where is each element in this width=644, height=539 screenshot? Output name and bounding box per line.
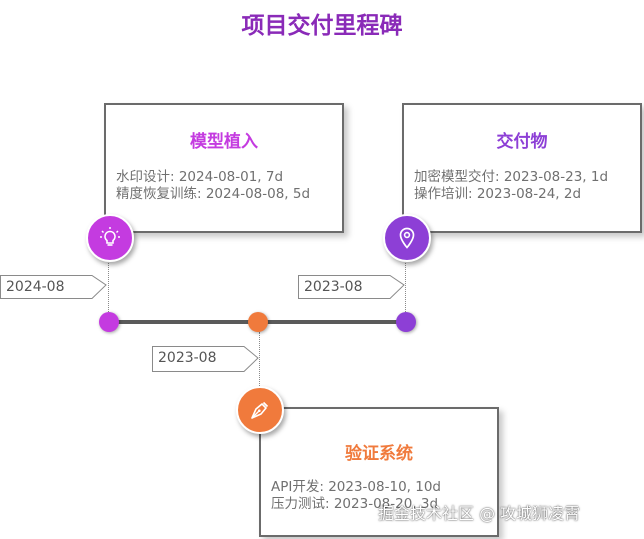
callout-shape — [298, 275, 405, 299]
milestone-task: 压力测试: 2023-08-20, 3d — [271, 496, 439, 512]
milestone-task: 水印设计: 2024-08-01, 7d — [116, 169, 284, 185]
milestone-badge-deliverables — [383, 214, 431, 262]
page-title: 项目交付里程碑 — [241, 13, 403, 39]
location-pin-icon — [399, 227, 415, 249]
milestone-card-model-implant: 模型植入 水印设计: 2024-08-01, 7d 精度恢复训练: 2024-0… — [104, 103, 344, 233]
date-callout: 2023-08 — [298, 275, 408, 299]
connector-line — [259, 332, 260, 388]
timeline-dot-model-implant — [99, 312, 119, 332]
milestone-task: 精度恢复训练: 2024-08-08, 5d — [116, 186, 311, 202]
milestone-task: 操作培训: 2023-08-24, 2d — [414, 186, 582, 202]
connector-line — [108, 250, 109, 312]
timeline-dot-verification — [248, 312, 268, 332]
date-callout: 2023-08 — [152, 346, 262, 372]
pen-nib-icon — [251, 401, 269, 419]
milestone-title: 验证系统 — [345, 444, 413, 464]
timeline-dot-deliverables — [396, 312, 416, 332]
milestone-card-verification: 验证系统 API开发: 2023-08-10, 10d 压力测试: 2023-0… — [259, 407, 499, 537]
milestone-badge-verification — [236, 386, 284, 434]
callout-shape — [152, 346, 259, 372]
milestone-task: API开发: 2023-08-10, 10d — [271, 479, 441, 495]
watermark-text: 掘金技术社区 @ 攻城狮凌霄 — [378, 504, 581, 523]
date-label: 2023-08 — [304, 279, 363, 295]
date-label: 2024-08 — [6, 279, 65, 295]
milestone-card-deliverables: 交付物 加密模型交付: 2023-08-23, 1d 操作培训: 2023-08… — [402, 103, 642, 233]
milestone-badge-model-implant — [86, 214, 134, 262]
lightbulb-icon — [100, 227, 120, 246]
milestone-title: 交付物 — [496, 132, 548, 152]
milestone-task: 加密模型交付: 2023-08-23, 1d — [414, 169, 609, 185]
date-callout: 2024-08 — [0, 275, 110, 299]
connector-line — [405, 250, 406, 312]
callout-shape — [0, 275, 107, 299]
milestone-title: 模型植入 — [190, 132, 258, 152]
date-label: 2023-08 — [158, 350, 217, 366]
